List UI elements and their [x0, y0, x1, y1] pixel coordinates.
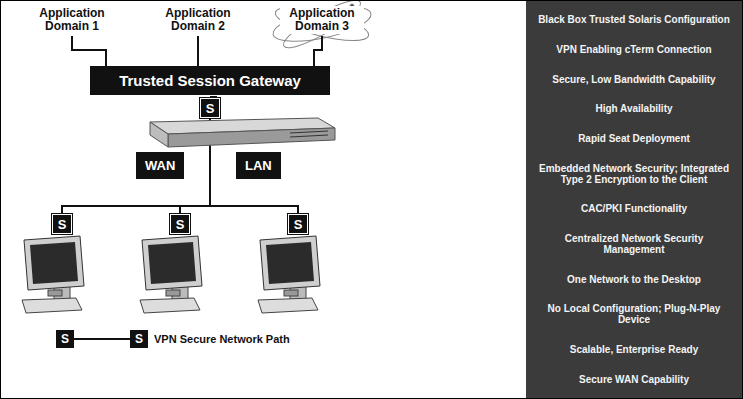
monitor — [260, 236, 320, 290]
node-text: S — [176, 217, 185, 232]
legend-sample-line — [74, 338, 130, 340]
connector-line — [197, 36, 199, 66]
monitor — [24, 236, 84, 290]
feature-item: Centralized Network Security Management — [536, 233, 732, 255]
feature-item: One Network to the Desktop — [536, 274, 732, 285]
secure-node: S — [200, 98, 220, 118]
node-text: S — [206, 101, 215, 116]
feature-item: Scalable, Enterprise Ready — [536, 344, 732, 355]
legend-sample-node: S — [56, 330, 74, 348]
node-text: Trusted Session Gateway — [119, 72, 301, 89]
node-text: Application Domain 1 — [39, 6, 104, 33]
computer-icon — [258, 236, 320, 313]
feature-item: Black Box Trusted Solaris Configuration — [536, 14, 732, 25]
computer-icons — [22, 236, 320, 313]
computer-icon — [140, 236, 202, 313]
feature-item: No Local Configuration; Plug-N-Play Devi… — [536, 303, 732, 325]
stand — [48, 290, 62, 296]
secure-node: S — [52, 214, 72, 234]
screen — [266, 242, 314, 284]
computer-icon — [22, 236, 84, 313]
domain-label: Application Domain 1 — [30, 6, 114, 34]
legend-text: VPN Secure Network Path — [154, 333, 290, 345]
network-box: WAN — [136, 152, 184, 179]
legend: S S VPN Secure Network Path — [56, 330, 290, 348]
node-text: WAN — [145, 158, 175, 173]
node-text: S — [294, 217, 303, 232]
monitor — [142, 236, 202, 290]
appliance-body — [150, 118, 335, 147]
feature-item: Secure WAN Capability — [536, 374, 732, 385]
node-text: S — [58, 217, 67, 232]
legend-sample-node: S — [130, 330, 148, 348]
stand — [166, 290, 180, 296]
gateway-bar: Trusted Session Gateway — [90, 66, 330, 95]
feature-item: Rapid Seat Deployment — [536, 133, 732, 144]
network-box: LAN — [236, 152, 281, 179]
secure-node: S — [170, 214, 190, 234]
node-text: LAN — [245, 158, 272, 173]
node-text: Application Domain 2 — [165, 6, 230, 33]
secure-node: S — [288, 214, 308, 234]
domain-label: Application Domain 3 — [280, 6, 364, 34]
feature-item: Embedded Network Security; Integrated Ty… — [536, 163, 732, 185]
keyboard — [140, 298, 200, 313]
feature-item: CAC/PKI Functionality — [536, 203, 732, 214]
domain-label: Application Domain 2 — [156, 6, 240, 34]
connector-line — [314, 36, 322, 66]
screen — [148, 242, 196, 284]
keyboard — [22, 298, 82, 313]
node-text: Application Domain 3 — [289, 6, 354, 33]
feature-panel: Black Box Trusted Solaris ConfigurationV… — [526, 1, 742, 398]
feature-item: Secure, Low Bandwidth Capability — [536, 74, 732, 85]
feature-item: VPN Enabling cTerm Connection — [536, 44, 732, 55]
keyboard — [258, 298, 318, 313]
stand — [284, 290, 298, 296]
screen — [30, 242, 78, 284]
connector-line — [72, 36, 106, 66]
feature-item: High Availability — [536, 103, 732, 114]
